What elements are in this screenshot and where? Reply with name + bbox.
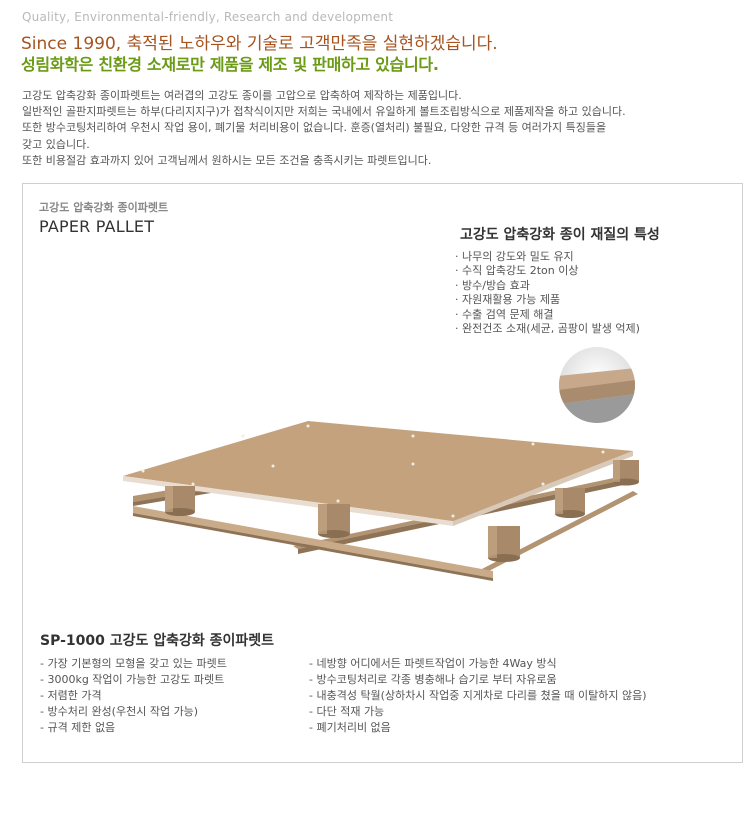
feature-item: · 완전건조 소재(세균, 곰팡이 발생 억제): [455, 322, 640, 336]
feature-item: · 수출 검역 문제 해결: [455, 307, 554, 321]
spec-item: - 규격 제한 없음: [40, 721, 116, 734]
product-subtitle: 고강도 압축강화 종이파렛트: [39, 201, 169, 214]
features-list: · 나무의 강도와 밀도 유지 · 수직 압축강도 2ton 이상 · 방수/방…: [455, 250, 640, 336]
pallet-leg: [613, 460, 639, 486]
pallet-leg: [555, 488, 585, 518]
tagline: Quality, Environmental-friendly, Researc…: [22, 10, 394, 24]
product-panel: 고강도 압축강화 종이파렛트 PAPER PALLET 고강도 압축강화 종이 …: [22, 183, 743, 763]
intro-line: 일반적인 골판지파렛트는 하부(다리지지구)가 접착식이지만 저희는 국내에서 …: [22, 105, 626, 119]
intro-text: 고강도 압축강화 종이파렛트는 여러겹의 고강도 종이를 고압으로 압축하여 제…: [22, 88, 742, 169]
headline-since-1990: Since 1990, 축적된 노하우와 기술로 고객만족을 실현하겠습니다.: [21, 34, 498, 54]
intro-line: 또한 비용절감 효과까지 있어 고객님께서 원하시는 모든 조건을 충족시키는 …: [22, 153, 432, 167]
paper-sample-image: [559, 347, 635, 423]
spec-list-right: - 네방향 어디에서든 파렛트작업이 가능한 4Way 방식 - 방수코팅처리로…: [309, 656, 647, 736]
headline-eco-friendly: 성림화학은 친환경 소재로만 제품을 제조 및 판매하고 있습니다.: [21, 55, 439, 74]
intro-line: 갖고 있습니다.: [22, 137, 90, 151]
spec-item: - 방수처리 완성(우천시 작업 가능): [40, 705, 199, 718]
pallet-leg: [165, 486, 195, 516]
spec-item: - 네방향 어디에서든 파렛트작업이 가능한 4Way 방식: [309, 657, 557, 670]
spec-item: - 다단 적재 가능: [309, 705, 385, 718]
spec-item: - 저렴한 가격: [40, 689, 102, 702]
spec-item: - 3000kg 작업이 가능한 고강도 파렛트: [40, 673, 225, 686]
spec-item: - 폐기처리비 없음: [309, 721, 391, 734]
spec-item: - 가장 기본형의 모형을 갖고 있는 파렛트: [40, 657, 227, 670]
intro-line: 고강도 압축강화 종이파렛트는 여러겹의 고강도 종이를 고압으로 압축하여 제…: [22, 89, 462, 102]
spec-list-left: - 가장 기본형의 모형을 갖고 있는 파렛트 - 3000kg 작업이 가능한…: [40, 656, 227, 736]
feature-item: · 나무의 강도와 밀도 유지: [455, 250, 574, 263]
pallet-leg: [318, 504, 350, 538]
product-title: PAPER PALLET: [39, 217, 155, 236]
feature-item: · 자원재활용 가능 제품: [455, 293, 561, 307]
spec-item: - 내충격성 탁월(상하차시 작업중 지게차로 다리를 쳤을 때 이탈하지 않음…: [309, 689, 647, 702]
spec-title: SP-1000 고강도 압축강화 종이파렛트: [40, 633, 275, 649]
feature-item: · 방수/방습 효과: [455, 278, 530, 292]
paper-pallet-image: [123, 421, 639, 581]
intro-line: 또한 방수코팅처리하여 우천시 작업 용이, 폐기물 처리비용이 없습니다. 훈…: [22, 121, 607, 135]
spec-item: - 방수코팅처리로 각종 병충해나 습기로 부터 자유로움: [309, 673, 557, 686]
pallet-leg: [488, 526, 520, 562]
features-title: 고강도 압축강화 종이 재질의 특성: [460, 227, 660, 243]
feature-item: · 수직 압축강도 2ton 이상: [455, 264, 579, 278]
